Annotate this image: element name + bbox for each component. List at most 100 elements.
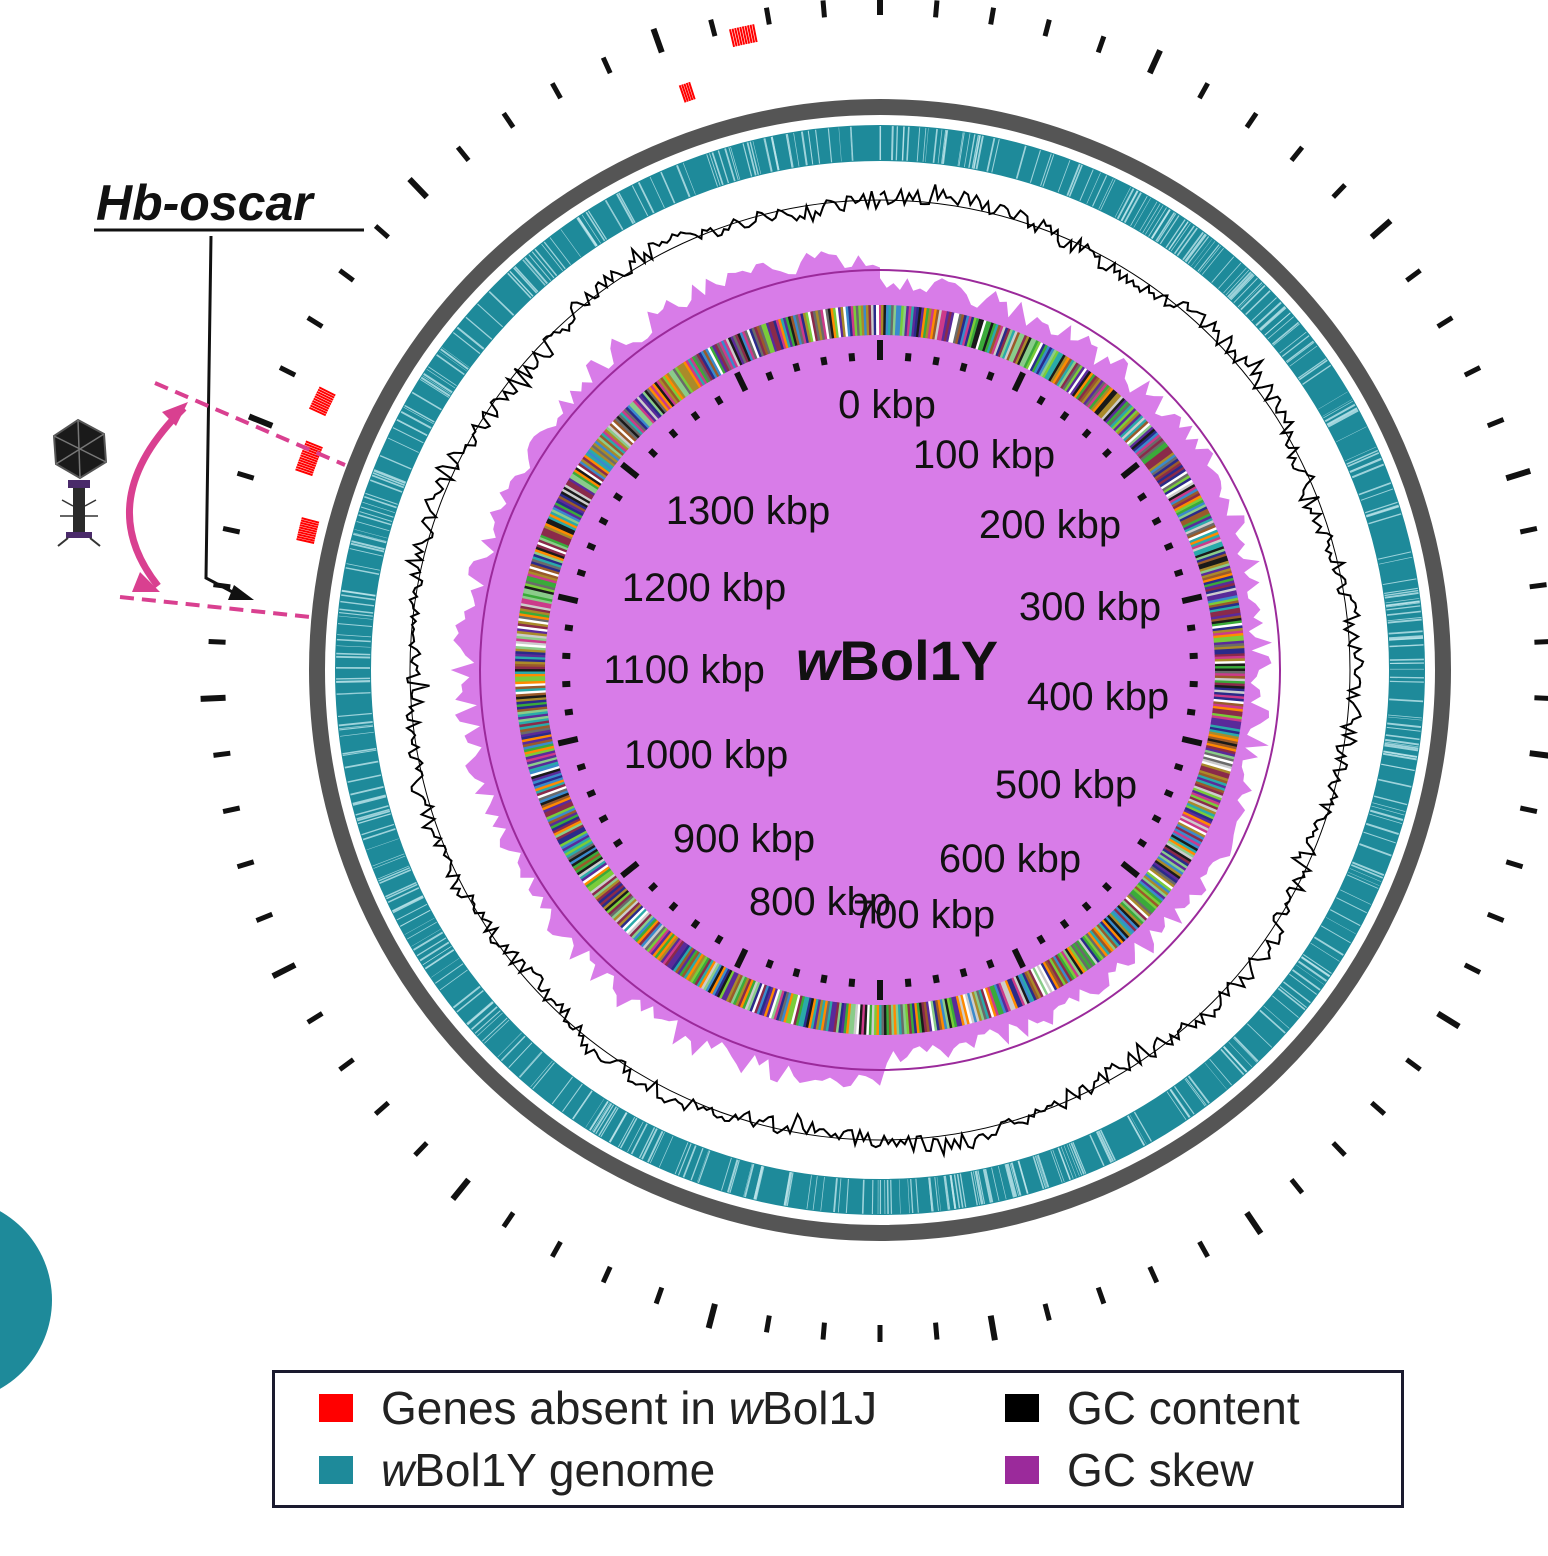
genome-ring-streak xyxy=(906,126,910,161)
cds-segment xyxy=(542,527,572,542)
outer-tick xyxy=(650,27,665,54)
cds-segment xyxy=(1068,367,1088,395)
cds-segment xyxy=(656,934,677,961)
cds-segment xyxy=(560,832,589,850)
genome-ring-streak xyxy=(617,1116,636,1148)
cds-segment xyxy=(1135,434,1161,456)
inner-tick xyxy=(1081,428,1092,439)
absent-gene-mark xyxy=(300,519,319,526)
legend-swatch-black xyxy=(1005,1394,1039,1422)
cds-segment xyxy=(1202,758,1232,770)
cds-segment xyxy=(531,769,562,782)
cds-segment xyxy=(553,819,582,836)
genome-ring-streak xyxy=(1191,238,1213,267)
cds-segment xyxy=(1158,466,1185,486)
cds-segment xyxy=(1062,949,1082,977)
genome-ring-streak xyxy=(1086,172,1101,204)
cds-segment xyxy=(593,442,619,464)
region-span-arrow xyxy=(126,405,187,589)
cds-segment xyxy=(533,550,564,564)
outer-tick xyxy=(820,1322,827,1340)
cds-segment xyxy=(938,310,948,341)
genome-ring-streak xyxy=(600,1107,619,1138)
genome-ring-streak xyxy=(833,1178,838,1213)
cds-segment xyxy=(1213,696,1244,703)
cds-segment xyxy=(748,328,763,358)
cds-segment xyxy=(899,1004,905,1035)
genome-ring-streak xyxy=(340,731,374,737)
cds-segment xyxy=(1118,903,1142,927)
cds-segment xyxy=(1214,687,1245,692)
cds-segment xyxy=(1077,938,1098,965)
genome-ring-streak xyxy=(365,492,398,505)
cds-segment xyxy=(522,735,553,745)
cds-segment xyxy=(739,331,754,361)
cds-segment xyxy=(915,307,923,338)
cds-segment xyxy=(516,637,547,644)
genome-ring-streak xyxy=(1377,778,1412,788)
inner-tick xyxy=(620,860,640,879)
genome-ring-streak xyxy=(595,1104,615,1135)
cds-segment xyxy=(1044,960,1062,989)
cds-segment xyxy=(1210,612,1241,621)
cds-segment xyxy=(1169,486,1197,504)
outer-tick xyxy=(987,1315,998,1341)
cds-segment xyxy=(1158,854,1185,874)
absent-gene-mark xyxy=(681,84,689,102)
genome-ring-streak xyxy=(338,615,373,620)
cds-segment xyxy=(652,383,674,409)
cds-segment xyxy=(1127,424,1153,447)
genome-ring-streak xyxy=(1066,163,1081,196)
genome-ring-streak xyxy=(1176,227,1198,257)
cds-segment xyxy=(952,313,963,344)
cds-segment xyxy=(982,988,995,1018)
cds-segment xyxy=(1190,794,1219,809)
cds-segment xyxy=(920,307,928,338)
cds-segment xyxy=(1214,682,1245,687)
outer-tick xyxy=(1519,805,1538,815)
cds-segment xyxy=(1017,974,1033,1004)
genome-ring-streak xyxy=(1182,231,1204,261)
genome-ring-streak xyxy=(963,133,971,168)
outer-tick xyxy=(413,1141,429,1157)
genome-ring-streak xyxy=(958,132,965,167)
cds-segment xyxy=(685,359,704,387)
cds-segment xyxy=(1132,430,1158,453)
cds-segment xyxy=(741,331,756,360)
cds-segment xyxy=(970,318,983,349)
cds-segment xyxy=(588,871,615,892)
cds-segment xyxy=(1204,577,1234,589)
cds-segment xyxy=(1181,510,1210,527)
cds-segment xyxy=(858,305,863,336)
cds-segment xyxy=(1088,930,1110,956)
outer-tick xyxy=(708,19,718,37)
cds-segment xyxy=(519,607,550,616)
cds-segment xyxy=(1068,945,1088,973)
genome-ring-streak xyxy=(396,418,428,437)
cds-segment xyxy=(517,708,548,715)
genome-ring-streak xyxy=(676,164,691,198)
kbp-label: 900 kbp xyxy=(673,817,815,861)
inner-tick xyxy=(1036,395,1046,406)
cds-segment xyxy=(1211,717,1242,725)
cds-segment xyxy=(936,310,945,341)
genome-ring-streak xyxy=(356,808,390,820)
cds-segment xyxy=(540,791,570,806)
genome-ring-streak xyxy=(436,354,465,376)
cds-segment xyxy=(1168,484,1196,502)
inner-tick xyxy=(690,919,701,930)
genome-ring-streak xyxy=(349,548,383,557)
cds-segment xyxy=(1060,950,1079,978)
cds-segment xyxy=(1058,361,1077,388)
inner-tick xyxy=(932,974,940,984)
cds-segment xyxy=(934,1000,943,1031)
cds-segment xyxy=(1210,719,1241,728)
genome-ring-streak xyxy=(991,1167,1000,1201)
region-boundary-top xyxy=(154,381,346,467)
inner-tick-ring xyxy=(557,340,1203,1000)
cds-segment xyxy=(936,999,945,1030)
cds-segment xyxy=(568,477,596,496)
genome-ring-streak xyxy=(941,129,947,164)
genome-ring-streak xyxy=(1098,178,1114,210)
